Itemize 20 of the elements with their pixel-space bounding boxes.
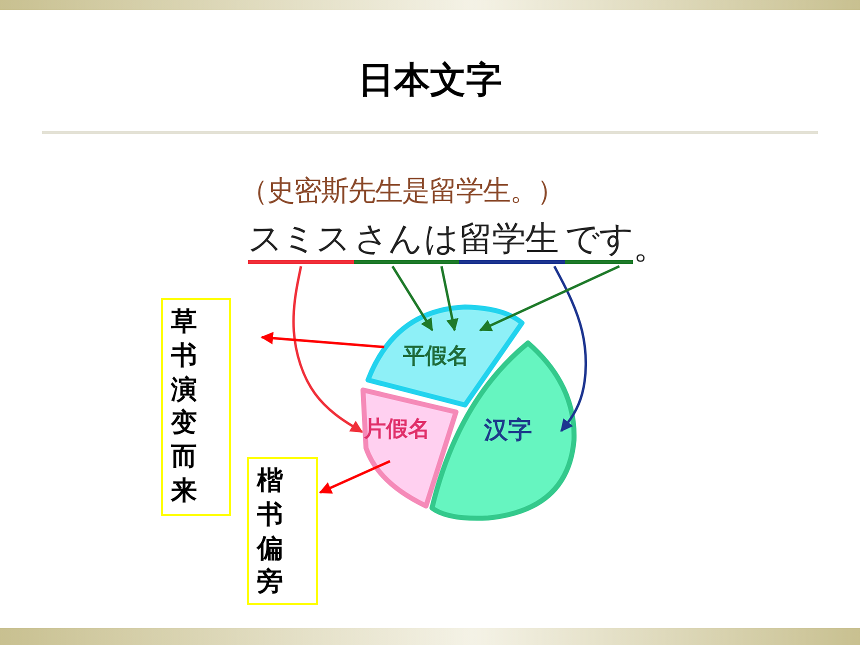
sentence-punctuation: 。 <box>633 225 668 269</box>
sentence-word: スミス <box>248 218 354 264</box>
note-box: 草书演变而来 <box>161 298 231 516</box>
translation-text: （史密斯先生是留学生。） <box>240 173 564 209</box>
arrow <box>440 266 458 332</box>
arrow <box>479 265 620 332</box>
slice-label: 片假名 <box>364 416 430 444</box>
sentence-word: です <box>565 218 633 264</box>
arrow <box>292 266 364 433</box>
slice-label: 汉字 <box>484 415 532 446</box>
arrow <box>319 460 390 494</box>
arrow <box>391 266 434 332</box>
sentence-word: は <box>424 218 459 264</box>
sentence-word: さん <box>354 218 424 264</box>
slice-label: 平假名 <box>403 343 469 371</box>
note-box: 楷书偏旁 <box>247 457 318 605</box>
arrow <box>260 332 384 348</box>
arrow <box>553 266 588 432</box>
title: 日本文字 <box>358 60 502 101</box>
sentence-word: 留学生 <box>459 218 565 264</box>
